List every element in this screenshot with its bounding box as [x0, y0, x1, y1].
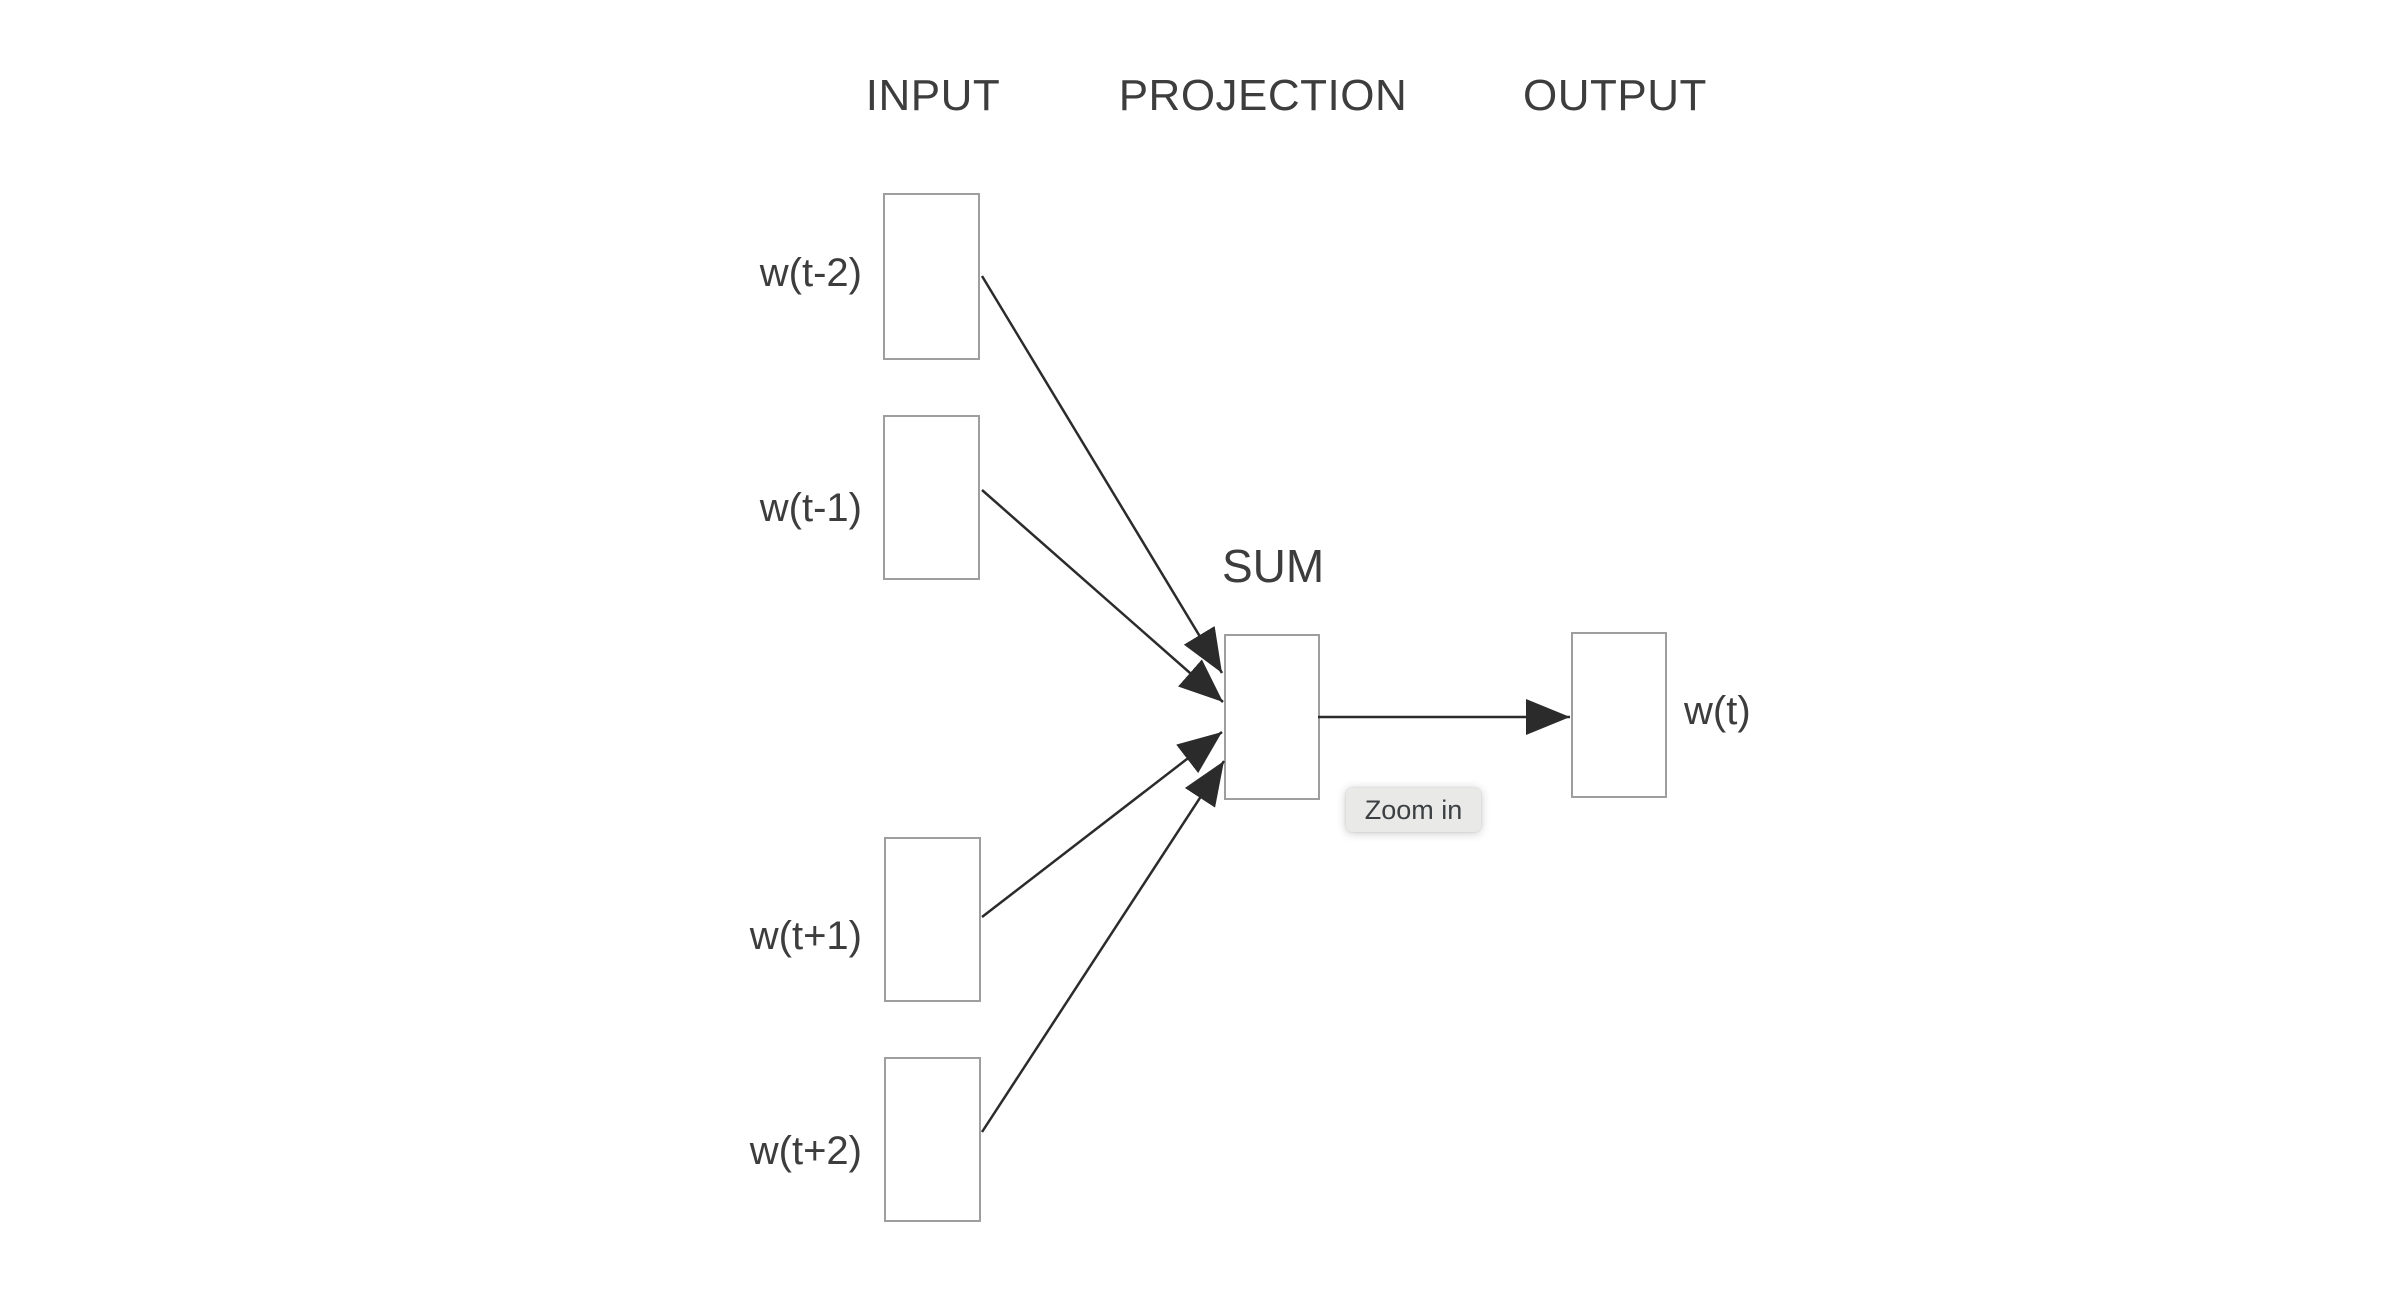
- output-box-w-t: [1571, 632, 1667, 798]
- input-box-w-t-plus-2: [884, 1057, 981, 1222]
- column-header-projection: PROJECTION: [1118, 71, 1408, 120]
- zoom-in-tooltip: Zoom in: [1346, 788, 1481, 832]
- input-label-w-t-plus-2: w(t+2): [749, 1129, 862, 1173]
- zoom-in-tooltip-label: Zoom in: [1364, 794, 1463, 825]
- output-label-w-t: w(t): [1684, 689, 1751, 733]
- edge-w-t-minus-1-to-sum: [981, 489, 1224, 703]
- edge-w-t-plus-1-to-sum: [981, 731, 1223, 918]
- input-box-w-t-minus-1: [883, 415, 980, 580]
- edge-w-t-minus-2-to-sum: [980, 275, 1224, 674]
- input-box-w-t-minus-2: [883, 193, 980, 360]
- column-header-input: INPUT: [865, 71, 1001, 120]
- input-label-w-t-minus-1: w(t-1): [759, 486, 862, 530]
- input-box-w-t-plus-1: [884, 837, 981, 1002]
- projection-box-sum: [1224, 634, 1320, 800]
- input-label-w-t-minus-2: w(t-2): [759, 251, 862, 295]
- projection-label-sum: SUM: [1222, 540, 1325, 592]
- edge-w-t-plus-2-to-sum: [980, 760, 1226, 1133]
- input-label-w-t-plus-1: w(t+1): [749, 914, 862, 958]
- column-header-output: OUTPUT: [1523, 71, 1707, 120]
